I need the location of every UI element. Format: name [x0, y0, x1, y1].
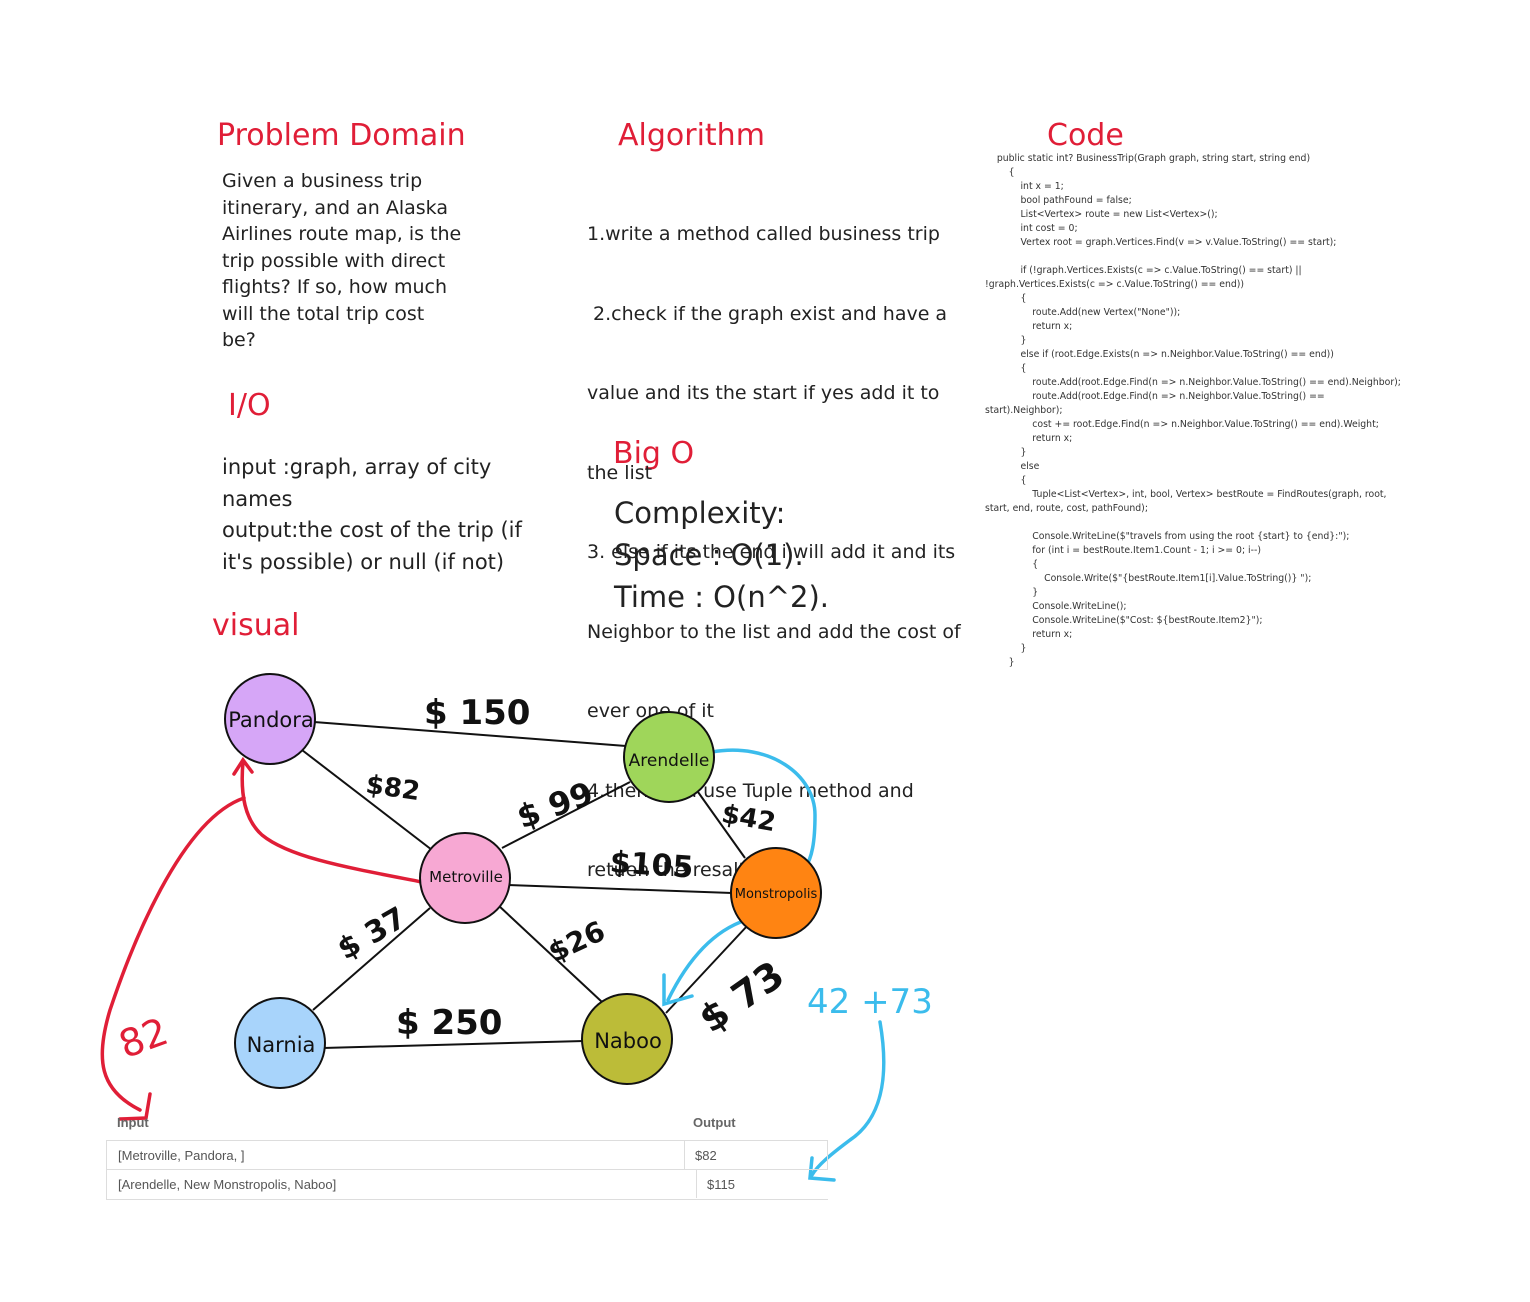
code-heading: Code: [1047, 118, 1124, 153]
table-header-input: Input: [117, 1115, 149, 1130]
red-arrowhead-top: [232, 756, 254, 776]
algorithm-line: retuen the resalt: [587, 859, 746, 881]
node-pandora: [224, 673, 316, 765]
edge-label: $ 150: [424, 693, 530, 733]
blue-arrowhead-naboo: [662, 973, 694, 1007]
node-label: Pandora: [228, 708, 314, 732]
io-line: it's possible) or null (if not): [222, 549, 505, 574]
edge-pandora-arendelle: [313, 721, 627, 747]
problem-domain-line: trip possible with direct: [222, 249, 446, 272]
edge-metroville-narnia: [312, 907, 431, 1011]
io-text: input :graph, array of city names output…: [222, 452, 572, 578]
node-naboo: [581, 993, 673, 1085]
edge-label: $105: [609, 845, 695, 886]
edge-labels: $ 150 $82 $ 99 $42 $105 $ 37 $26 $ 250 $…: [332, 693, 792, 1043]
table-cell-output: $115: [707, 1177, 735, 1192]
node-label: Monstropolis: [735, 887, 818, 902]
edge-arendelle-monstropolis: [697, 791, 746, 859]
table-divider: [696, 1170, 697, 1198]
table-cell-input: [Arendelle, New Monstropolis, Naboo]: [118, 1177, 337, 1192]
problem-domain-line: Given a business trip: [222, 170, 423, 192]
big-o-text: Complexity: Space : O(1). Time : O(n^2).: [614, 492, 874, 618]
node-label: Metroville: [429, 868, 503, 886]
node-label: Arendelle: [629, 751, 710, 771]
edge-label: $ 250: [396, 1003, 502, 1043]
red-total-annotation: 82: [113, 1009, 173, 1067]
blue-arendelle-loop: [710, 748, 817, 870]
visual-heading: visual: [212, 608, 300, 643]
problem-domain-heading: Problem Domain: [217, 118, 466, 153]
problem-domain-line: itinerary, and an Alaska: [222, 196, 448, 219]
red-arrowhead-bottom: [118, 1092, 152, 1121]
io-line: names: [222, 486, 293, 511]
blue-total-annotation: 42 +73: [807, 982, 933, 1022]
table-header-output: Output: [693, 1115, 736, 1130]
problem-domain-line: flights? If so, how much: [222, 276, 448, 298]
algorithm-heading: Algorithm: [618, 118, 765, 153]
blue-route-path: 42 +73: [662, 748, 933, 1182]
algorithm-line: 3. else if its the end i will add it and…: [587, 541, 956, 563]
node-narnia: [234, 997, 326, 1089]
node-monstropolis: [730, 847, 822, 939]
red-route-curve: [240, 760, 424, 884]
problem-domain-line: be?: [222, 329, 256, 351]
table-divider: [684, 1141, 685, 1169]
code-block: public static int? BusinessTrip(Graph gr…: [985, 153, 1401, 668]
algorithm-line: 2.check if the graph exist and have a: [587, 302, 948, 325]
node-metroville: [419, 832, 511, 924]
graph-edges: [301, 721, 749, 1049]
edge-label: $42: [719, 799, 778, 838]
time-complexity: Time : O(n^2).: [614, 580, 829, 614]
edge-metroville-naboo: [497, 904, 603, 1003]
io-heading: I/O: [228, 388, 271, 423]
algorithm-line: Neighbor to the list and add the cost of: [587, 620, 961, 643]
blue-arrowhead-table: [808, 1156, 836, 1182]
complexity-label: Complexity:: [614, 496, 786, 530]
table-cell-output: $82: [695, 1148, 717, 1163]
problem-domain-line: will the total trip cost: [222, 302, 425, 325]
node-labels: Pandora Arendelle Metroville Monstropoli…: [228, 708, 817, 1057]
graph-nodes: [224, 673, 822, 1089]
red-long-curve: [100, 796, 246, 1112]
edge-label: $ 99: [512, 774, 598, 836]
table-cell-input: [Metroville, Pandora, ]: [118, 1148, 245, 1163]
problem-domain-text: Given a business trip itinerary, and an …: [222, 168, 522, 354]
blue-down-curve: [810, 1020, 886, 1177]
algorithm-line: the list: [587, 461, 653, 484]
problem-domain-line: Airlines route map, is the: [222, 223, 462, 245]
table-row: [Metroville, Pandora, ] $82: [106, 1140, 828, 1170]
edge-metroville-arendelle: [501, 781, 631, 849]
big-o-heading: Big O: [613, 436, 695, 471]
io-line: input :graph, array of city: [222, 455, 492, 479]
node-arendelle: [623, 711, 715, 803]
io-line: output:the cost of the trip (if: [222, 518, 522, 542]
edge-metroville-monstropolis: [507, 884, 733, 894]
space-complexity: Space : O(1).: [614, 538, 804, 572]
algorithm-line: 1.write a method called business trip: [587, 223, 940, 245]
node-label: Naboo: [594, 1029, 662, 1053]
edge-narnia-naboo: [322, 1040, 585, 1049]
node-label: Narnia: [247, 1033, 316, 1057]
edge-label: $82: [364, 770, 422, 807]
table-row: [Arendelle, New Monstropolis, Naboo] $11…: [106, 1170, 828, 1200]
edge-label: $26: [543, 914, 610, 969]
edge-pandora-metroville: [301, 749, 433, 851]
algorithm-line: value and its the start if yes add it to: [587, 382, 940, 404]
edge-label: $ 73: [691, 952, 792, 1041]
blue-monstropolis-to-naboo: [666, 918, 748, 1002]
